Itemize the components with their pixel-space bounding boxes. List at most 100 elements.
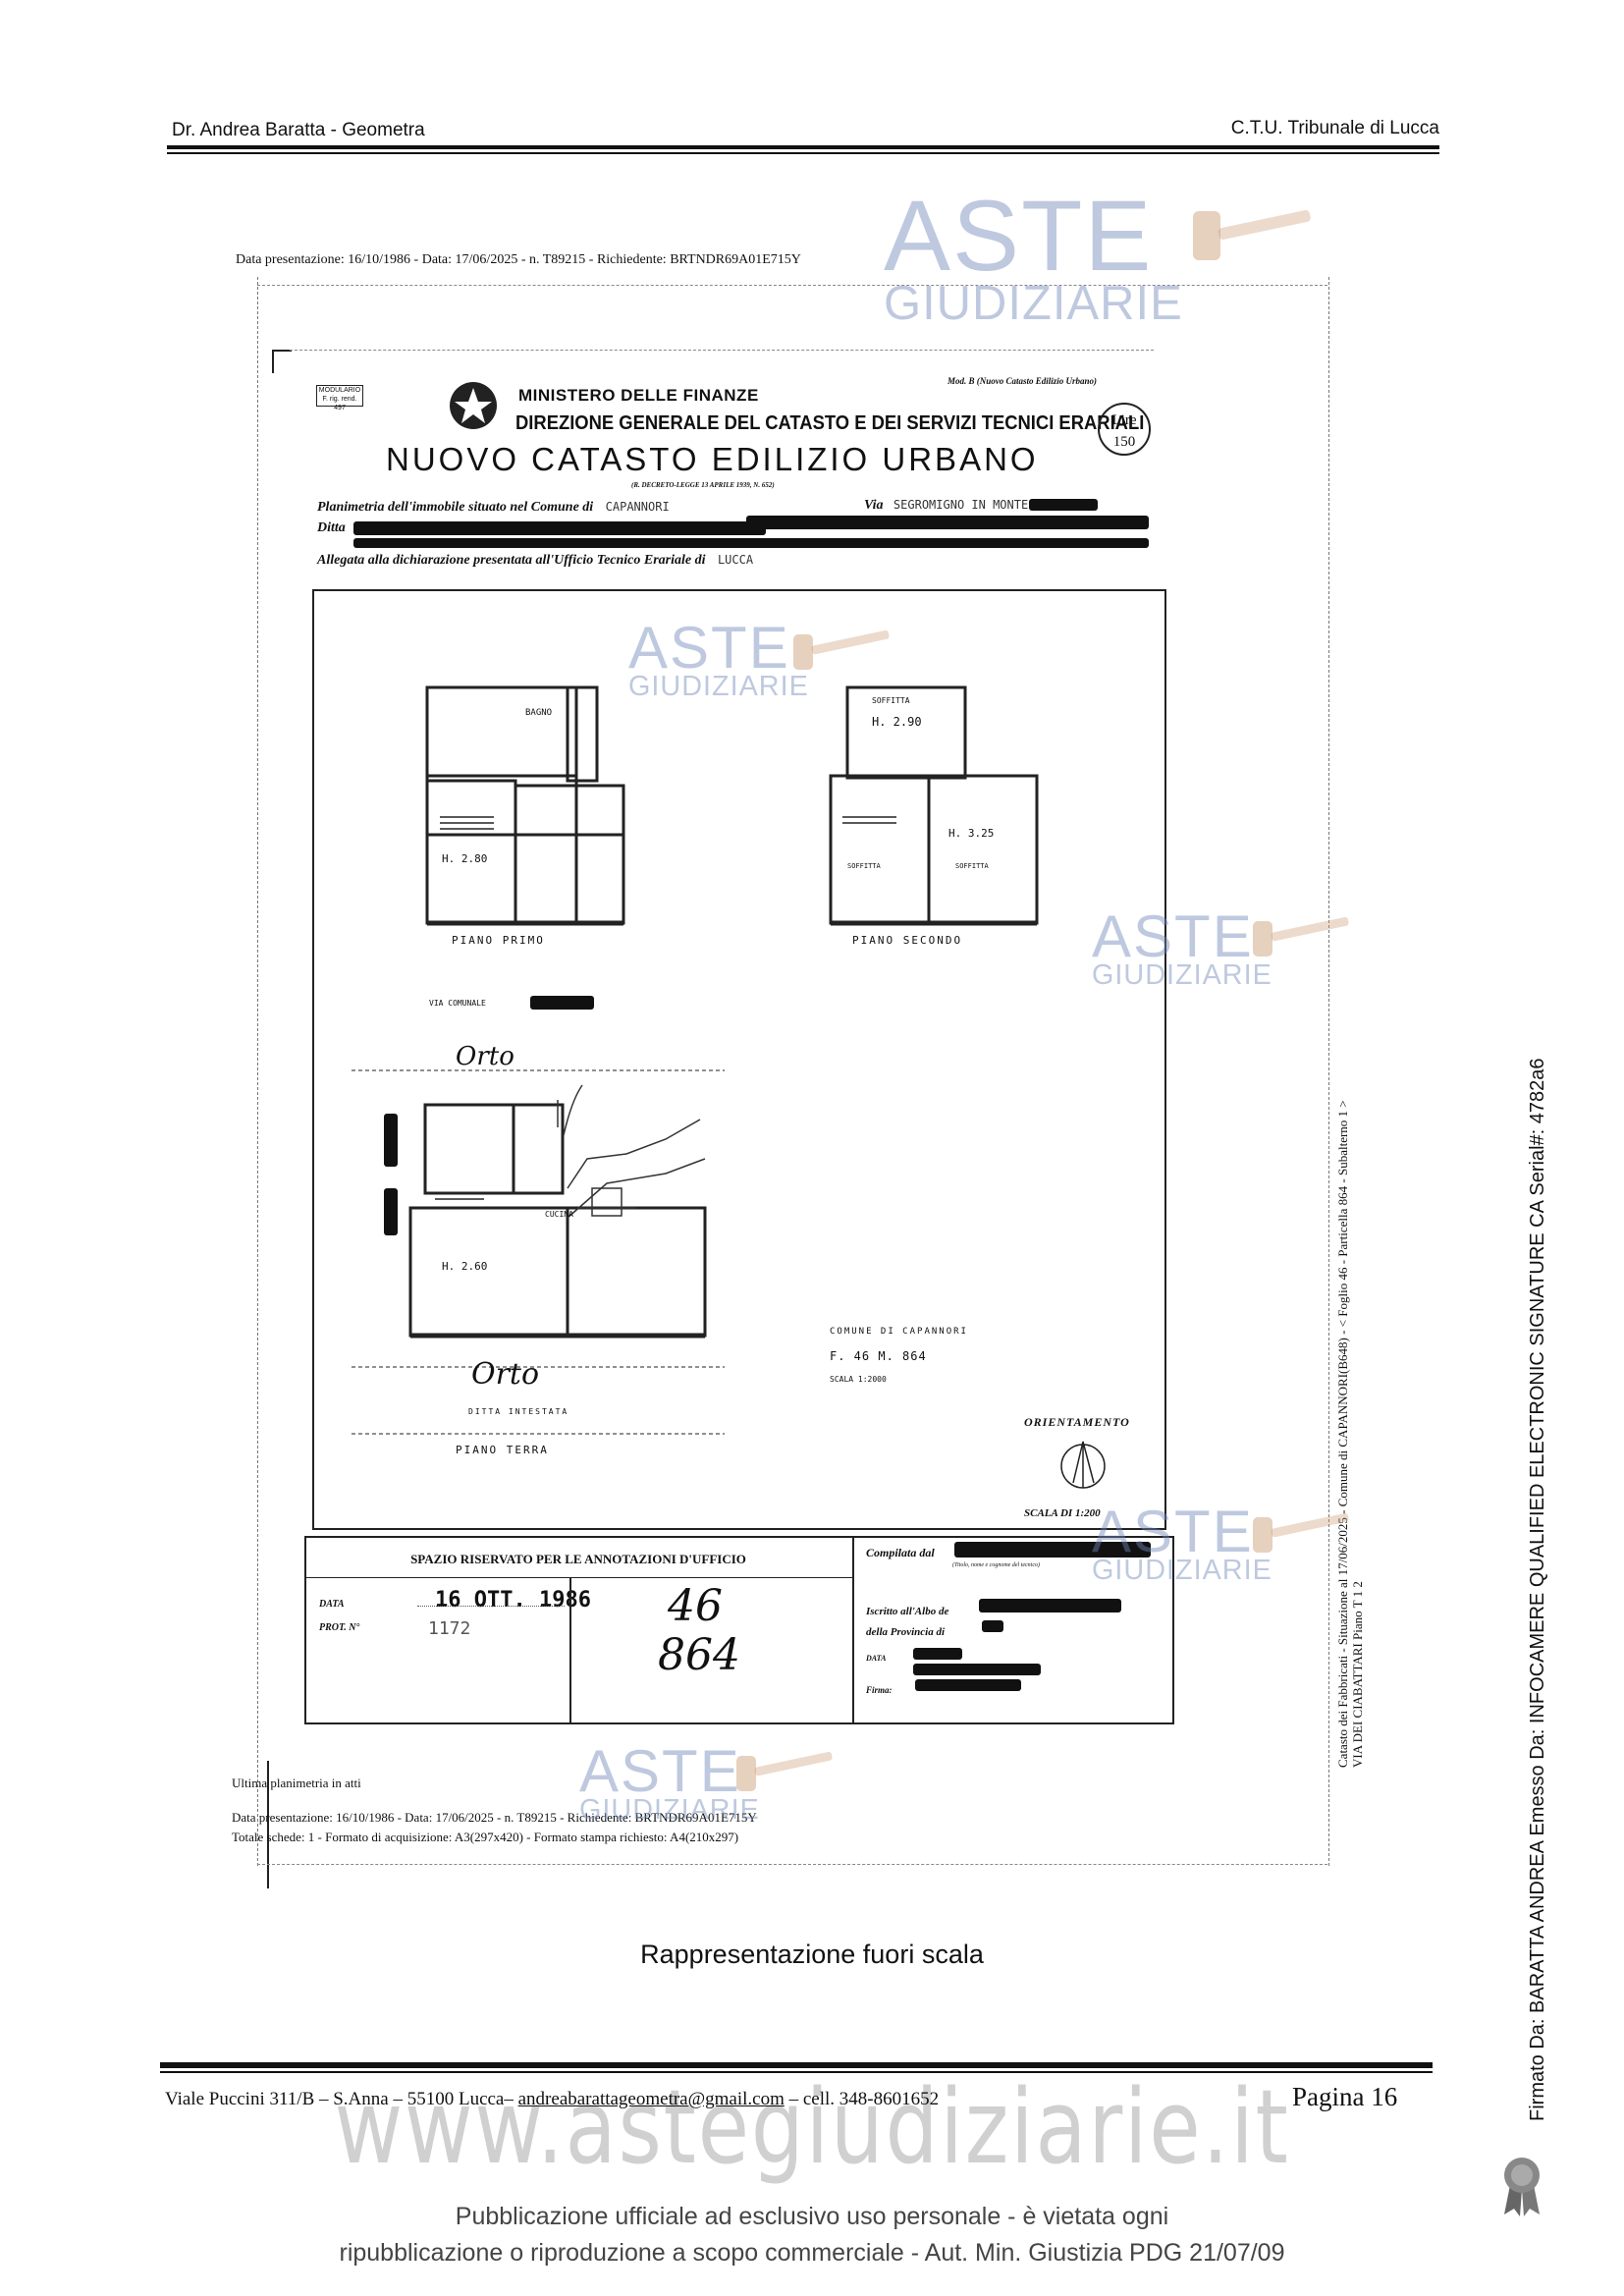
compilata-label: Compilata dal xyxy=(866,1546,935,1559)
label-orientamento: ORIENTAMENTO xyxy=(1024,1415,1130,1429)
header-court: C.T.U. Tribunale di Lucca xyxy=(1230,118,1439,138)
publication-notice-1: Pubblicazione ufficiale ad esclusivo uso… xyxy=(455,2203,1169,2230)
compilata-sub: (Titolo, nome e cognome del tecnico) xyxy=(952,1562,1040,1568)
header-author: Dr. Andrea Baratta - Geometra xyxy=(172,120,425,140)
watermark-giudiziarie-word: GIUDIZIARIE xyxy=(884,276,1183,330)
data-label: DATA xyxy=(319,1599,345,1610)
label-orto-top: Orto xyxy=(456,1042,514,1071)
scan-corner-mark xyxy=(272,350,292,373)
ministry-title: MINISTERO DELLE FINANZE xyxy=(518,386,759,405)
redaction-via-line xyxy=(746,516,1149,529)
redaction-iscritto xyxy=(979,1599,1121,1613)
prot-stamp: 1172 xyxy=(428,1618,471,1639)
redaction-provincia xyxy=(982,1620,1003,1632)
watermark-giudiziarie-word: GIUDIZIARIE xyxy=(1092,1555,1272,1586)
annotations-inner-divider xyxy=(569,1578,571,1724)
scan-bottom-metadata-1: Data presentazione: 16/10/1986 - Data: 1… xyxy=(232,1810,757,1825)
via-label: Via xyxy=(864,498,884,513)
label-h-primo: H. 2.80 xyxy=(442,852,488,865)
watermark-giudiziarie-word: GIUDIZIARIE xyxy=(1092,959,1272,991)
scale-caption: Rappresentazione fuori scala xyxy=(640,1940,984,1969)
watermark-aste-word: ASTE xyxy=(884,180,1154,292)
redaction-via-comunale xyxy=(530,996,594,1010)
footer-address: Viale Puccini 311/B – S.Anna – 55100 Luc… xyxy=(165,2089,939,2110)
page-number: Pagina 16 xyxy=(1292,2082,1398,2111)
data-stamp: 16 OTT. 1986 xyxy=(435,1588,591,1613)
label-piano-secondo: PIANO SECONDO xyxy=(852,934,963,947)
scan-inner-dashline xyxy=(290,350,1154,351)
watermark-giudiziarie-word: GIUDIZIARIE xyxy=(628,671,809,702)
watermark-aste-3: ASTE GIUDIZIARIE xyxy=(1092,903,1272,991)
planimetria-line: Planimetria dell'immobile situato nel Co… xyxy=(317,498,670,516)
via-line: Via SEGROMIGNO IN MONTE - xyxy=(864,496,1043,514)
label-via-comunale: VIA COMUNALE xyxy=(429,999,486,1008)
watermark-aste-word: ASTE xyxy=(628,615,790,681)
annotations-divider xyxy=(852,1536,854,1724)
floor-plan-box xyxy=(312,589,1166,1530)
iscritto-label: Iscritto all'Albo de xyxy=(866,1606,949,1617)
scan-top-metadata: Data presentazione: 16/10/1986 - Data: 1… xyxy=(236,252,801,267)
data-dotline xyxy=(417,1606,565,1607)
via-value: SEGROMIGNO IN MONTE - xyxy=(893,498,1043,512)
allegata-value: LUCCA xyxy=(717,553,754,567)
lire-value: 150 xyxy=(1112,434,1136,450)
label-soffitta-a: SOFFITTA xyxy=(847,862,881,870)
redaction-ditta xyxy=(353,521,766,535)
ultima-planimetria: Ultima planimetria in atti xyxy=(232,1776,361,1790)
emblem-icon xyxy=(450,382,497,429)
watermark-aste-5: ASTE GIUDIZIARIE xyxy=(579,1742,760,1826)
comune-value: CAPANNORI xyxy=(605,500,670,514)
watermark-aste-2: ASTE GIUDIZIARIE xyxy=(628,615,809,702)
annotations-box xyxy=(304,1536,1174,1724)
gavel-icon xyxy=(736,1751,833,1791)
label-foglio-map: F. 46 M. 864 xyxy=(830,1349,927,1363)
scan-bottom-vline xyxy=(267,1761,269,1888)
watermark-aste-word: ASTE xyxy=(1092,1499,1254,1564)
gavel-icon xyxy=(793,629,890,670)
footer-address-prefix: Viale Puccini 311/B – S.Anna – 55100 Luc… xyxy=(165,2089,514,2109)
provincia-label: della Provincia di xyxy=(866,1626,946,1638)
label-bagno: BAGNO xyxy=(525,708,553,718)
footer-email-link[interactable]: andreabarattageometra@gmail.com xyxy=(517,2089,785,2109)
scan-bottom-dashline xyxy=(257,1864,1327,1865)
watermark-aste-4: ASTE GIUDIZIARIE xyxy=(1092,1499,1272,1586)
gavel-icon xyxy=(1253,916,1349,957)
gavel-icon xyxy=(1193,209,1311,260)
site-watermark: www.astegiudiziarie.it xyxy=(334,2067,1290,2187)
modulario-code: F. rig. rend. 497 xyxy=(322,396,357,411)
label-scala-di: SCALA DI 1:200 xyxy=(1024,1507,1101,1519)
scan-frame xyxy=(257,277,1329,1866)
annotations-title-rule xyxy=(304,1577,852,1578)
redaction-left-1 xyxy=(384,1114,398,1167)
header-rule xyxy=(167,145,1439,149)
label-scala-map: SCALA 1:2000 xyxy=(830,1375,887,1384)
label-soffitta-b: SOFFITTA xyxy=(955,862,989,870)
catasto-side-line-1: Catasto dei Fabbricati - Situazione al 1… xyxy=(1335,1100,1350,1768)
floor-plans-drawing xyxy=(352,685,1106,1489)
ditta-label: Ditta xyxy=(317,520,346,535)
direzione-title: DIREZIONE GENERALE DEL CATASTO E DEI SER… xyxy=(515,412,1145,434)
prot-label: PROT. N° xyxy=(319,1622,360,1633)
scan-bottom-metadata-2: Totale schede: 1 - Formato di acquisizio… xyxy=(232,1830,739,1844)
redaction-via xyxy=(1029,499,1098,511)
label-piano-primo: PIANO PRIMO xyxy=(452,934,545,947)
data2-label: DATA xyxy=(866,1654,887,1663)
watermark-giudiziarie-word: GIUDIZIARIE xyxy=(579,1794,760,1826)
redaction-data2 xyxy=(913,1648,962,1660)
mappale-handwritten: 864 xyxy=(658,1630,740,1680)
modulario-label: MODULARIO xyxy=(318,387,361,394)
modulario-box: MODULARIO F. rig. rend. 497 xyxy=(316,385,363,411)
decreto-ref: (R. DECRETO-LEGGE 13 APRILE 1939, N. 652… xyxy=(631,481,775,489)
label-piano-terra: PIANO TERRA xyxy=(456,1444,549,1456)
watermark-aste-word: ASTE xyxy=(1092,903,1254,969)
label-h-soffitta: H. 2.90 xyxy=(872,715,922,729)
label-orto-bottom: Orto xyxy=(471,1357,540,1392)
footer-address-suffix: – cell. 348-8601652 xyxy=(788,2089,940,2109)
footer-rule xyxy=(160,2062,1433,2068)
allegata-line: Allegata alla dichiarazione presentata a… xyxy=(317,551,753,569)
label-h-secondo: H. 3.25 xyxy=(948,827,995,840)
catasto-side-line-2: VIA DEI CIABATTARI Piano T 1 2 xyxy=(1350,1581,1365,1768)
redaction-left-2 xyxy=(384,1188,398,1235)
label-ditta-intestata: DITTA INTESTATA xyxy=(468,1407,569,1416)
lire-stamp: Lire 150 xyxy=(1098,403,1151,456)
